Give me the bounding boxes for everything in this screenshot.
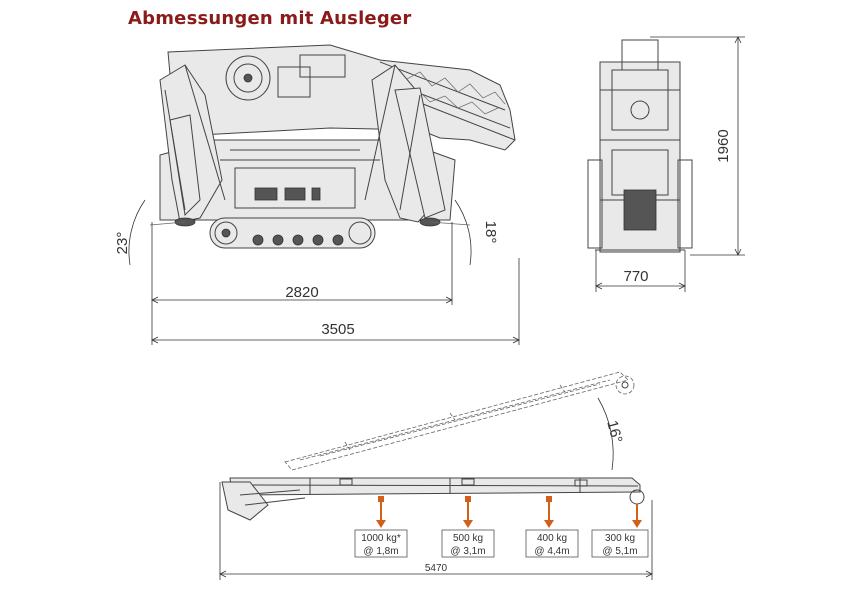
load-arrows [376,496,642,528]
dimension-5470-label: 5470 [425,563,448,574]
boom-horizontal [221,477,645,521]
dimension-1960 [650,36,745,256]
crane-side-view [128,44,516,266]
dimension-5470 [219,482,653,580]
load-4-weight: 300 kg [605,533,635,544]
load-box-3: 400 kg @ 4,4m [525,529,579,558]
load-1-weight: 1000 kg* [361,533,401,544]
load-4-radius: @ 5,1m [602,546,637,557]
dimension-770-label: 770 [623,268,648,285]
load-box-2: 500 kg @ 3,1m [441,529,495,558]
crane-front-view [587,39,693,253]
load-2-weight: 500 kg [453,533,483,544]
load-3-radius: @ 4,4m [534,546,569,557]
dimension-2820 [151,222,453,345]
dimension-770 [595,250,686,292]
page-title: Abmessungen mit Ausleger [128,8,412,29]
load-box-4: 300 kg @ 5,1m [591,529,649,558]
dimension-3505 [151,258,520,345]
boom-angle-label: 16° [603,419,625,445]
dimension-3505-label: 3505 [321,321,354,338]
angle-right-label: 18° [482,221,499,244]
dimension-1960-label: 1960 [715,129,732,162]
load-2-radius: @ 3,1m [450,546,485,557]
dimension-2820-label: 2820 [285,284,318,301]
boom-angle-arc [597,397,614,471]
angle-left-label: 23° [114,232,131,255]
boom-raised-dashed [284,371,635,471]
load-3-weight: 400 kg [537,533,567,544]
load-1-radius: @ 1,8m [363,546,398,557]
load-box-1: 1000 kg* @ 1,8m [354,529,408,558]
